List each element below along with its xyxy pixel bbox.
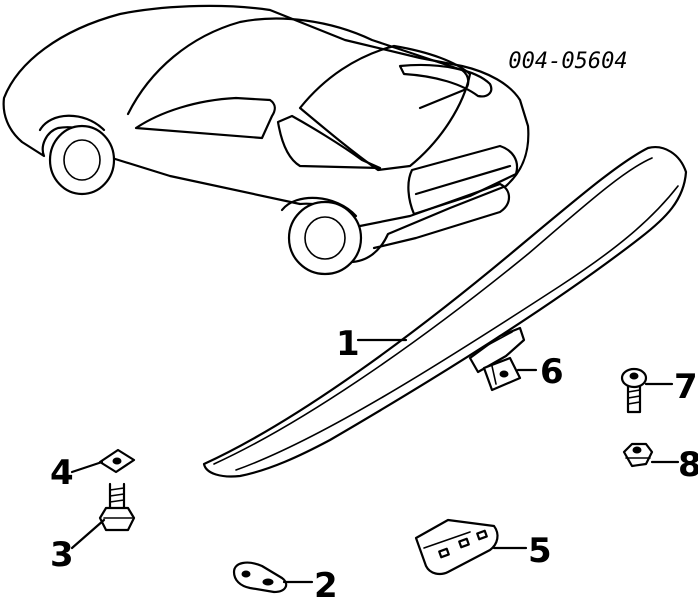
leader-3 <box>70 518 106 550</box>
car-hatch-glass <box>298 44 472 172</box>
part-6-clip <box>482 356 522 392</box>
part-3-bolt <box>98 482 136 532</box>
part-7-bolt <box>620 367 648 414</box>
reference-code: 004-05604 <box>508 49 627 74</box>
part-1-spoiler <box>202 146 688 478</box>
car-body-outline <box>2 4 530 264</box>
callouts: 1 2 3 4 5 6 7 8 <box>50 324 698 605</box>
spoiler-lower-edge <box>235 185 679 471</box>
leader-lines <box>70 338 680 584</box>
callout-3: 3 <box>50 535 74 575</box>
leader-4 <box>70 460 104 474</box>
car-tail-panel <box>407 144 519 216</box>
car-front-wheel <box>38 114 116 196</box>
spoiler-inner-edge <box>213 157 653 465</box>
car-tail-line <box>414 164 512 196</box>
part-2-plate <box>232 561 288 594</box>
spoiler-mount-tab <box>468 326 526 374</box>
car-roof <box>126 17 470 116</box>
callout-2: 2 <box>314 566 338 600</box>
car-rear-spoiler <box>398 63 493 98</box>
callout-5: 5 <box>528 531 552 571</box>
car-illustration <box>2 4 530 276</box>
car-quarter-window <box>276 114 382 170</box>
callout-6: 6 <box>540 352 564 392</box>
callout-1: 1 <box>336 324 360 364</box>
callout-8: 8 <box>678 445 698 485</box>
part-8-nut <box>622 442 654 468</box>
spoiler-outer <box>202 146 688 478</box>
car-rear-wheel <box>280 196 363 276</box>
callout-4: 4 <box>50 453 74 493</box>
part-4-washer <box>98 448 136 474</box>
car-rear-bumper <box>358 182 511 250</box>
part-5-bracket <box>414 518 499 576</box>
car-side-window <box>134 96 276 140</box>
callout-7: 7 <box>674 367 698 407</box>
